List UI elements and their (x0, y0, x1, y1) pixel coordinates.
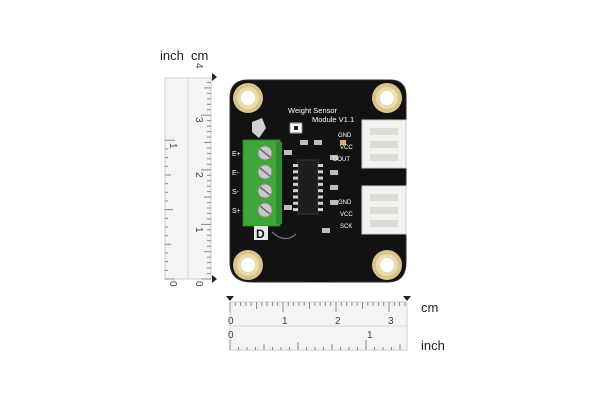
horizontal-inch-tick-1: 1 (367, 330, 373, 341)
ic-pin (293, 176, 298, 180)
logo-badge (254, 226, 268, 240)
horizontal-cm-tick-0: 0 (228, 316, 234, 327)
horizontal-cm-tick-2: 2 (335, 316, 341, 327)
header-connector-top (361, 119, 407, 169)
mount-hole-top-right (372, 83, 402, 113)
vertical-cm-tick-4: 4 (193, 63, 204, 69)
horizontal-ruler-left-marker (226, 296, 234, 301)
ic-pin (318, 176, 323, 180)
ic-pin (318, 189, 323, 193)
horizontal-inch-tick-0: 0 (228, 330, 234, 341)
top-pin-gnd: GND (338, 133, 352, 139)
screw-slot (259, 167, 271, 177)
vertical-inch-tick-0: 0 (167, 281, 178, 287)
vertical-ruler-unit-inch: inch (160, 48, 184, 63)
hx711-chip (293, 159, 323, 215)
top-pin-dout: DOUT (333, 157, 350, 163)
vertical-cm-tick-3: 3 (193, 117, 204, 123)
vertical-cm-tick-1: 1 (193, 227, 204, 233)
ic-pin (318, 182, 323, 186)
pin-label-s-minus: S- (232, 189, 240, 196)
trace-arc (271, 231, 297, 240)
horizontal-cm-tick-1: 1 (282, 316, 288, 327)
mount-hole-bottom-left (233, 250, 263, 280)
ic-pin (318, 208, 323, 212)
header-connector-bottom (361, 185, 407, 235)
ic-pin (318, 201, 323, 205)
weight-sensor-board: Weight Sensor Module V1.1 E+ E- S- S+ (229, 79, 407, 283)
horizontal-ruler-right-marker (403, 296, 411, 301)
bottom-pin-vcc: VCC (340, 212, 353, 218)
ic-pin (318, 195, 323, 199)
vertical-inch-tick-1: 1 (167, 143, 178, 149)
horizontal-ruler: 0 1 2 3 0 1 (226, 296, 411, 351)
ic-pin (293, 164, 298, 167)
vertical-cm-tick-2: 2 (193, 172, 204, 178)
mount-hole-bottom-right (372, 250, 402, 280)
bottom-pin-sck: SCK (340, 224, 352, 230)
top-pin-vcc: VCC (340, 145, 353, 151)
ic-pin (293, 182, 298, 186)
shield-icon (252, 118, 266, 138)
smd-components (284, 140, 346, 233)
horizontal-ruler-unit-inch: inch (421, 338, 445, 353)
screw-slot (259, 186, 271, 196)
ic-pin (293, 201, 298, 205)
screw-slot (259, 148, 271, 158)
horizontal-ruler-unit-cm: cm (421, 300, 438, 315)
vertical-ruler-bottom-marker (212, 275, 217, 283)
ic-pin (293, 189, 298, 193)
logo-letter: D (256, 227, 265, 241)
pin-label-e-minus: E- (232, 170, 240, 177)
horizontal-cm-tick-3: 3 (388, 316, 394, 327)
board-title-line2: Module V1.1 (312, 115, 354, 124)
vertical-cm-tick-0: 0 (193, 281, 204, 287)
ic-pin (293, 208, 298, 212)
vertical-ruler: 0 1 2 3 4 0 1 (164, 63, 217, 287)
pin-label-s-plus: S+ (232, 208, 241, 215)
vertical-ruler-unit-cm: cm (191, 48, 208, 63)
bottom-pin-gnd: GND (338, 200, 352, 206)
ic-pin (293, 195, 298, 199)
vertical-ruler-top-marker (212, 73, 217, 81)
ic-pin (293, 170, 298, 174)
ic-pin (318, 164, 323, 167)
mount-hole-top-left (233, 83, 263, 113)
terminal-block (242, 139, 282, 227)
ic-pin (318, 170, 323, 174)
board-title-line1: Weight Sensor (288, 106, 338, 115)
pin-label-e-plus: E+ (232, 151, 241, 158)
screw-slot (259, 205, 271, 215)
